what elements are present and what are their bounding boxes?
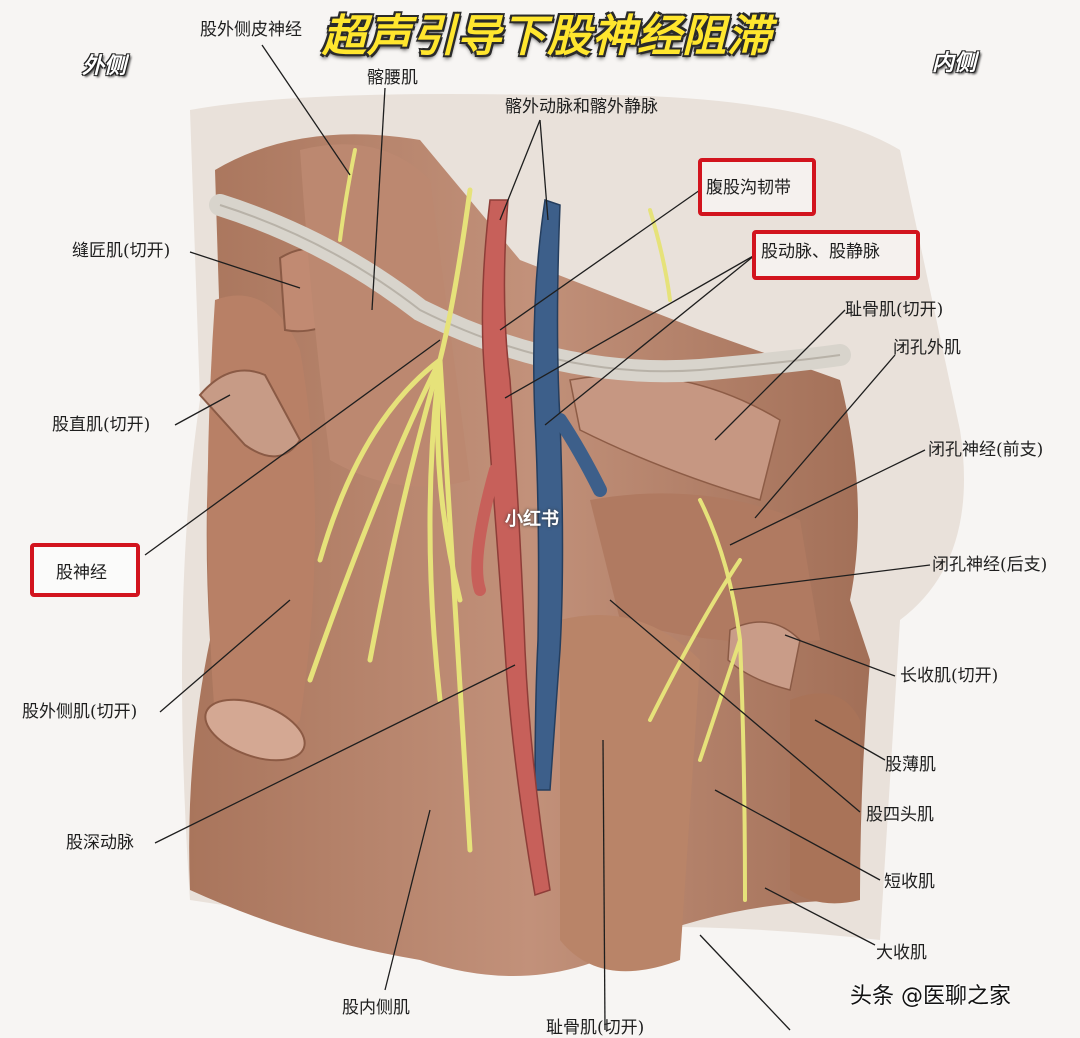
label-femoral-vessels: 股动脉、股静脉: [761, 242, 880, 262]
label-bottom-cut: 耻骨肌(切开): [546, 1018, 645, 1038]
label-iliopsoas: 髂腰肌: [367, 68, 418, 88]
highlight-box-femoral-vessels: [752, 230, 920, 280]
label-iliac-vessels: 髂外动脉和髂外静脉: [505, 97, 658, 117]
label-adductor-magnus: 大收肌: [876, 943, 927, 963]
label-obturator-nerve-post: 闭孔神经(后支): [932, 555, 1048, 575]
label-pectineus: 耻骨肌(切开): [845, 300, 944, 320]
label-deep-femoral-artery: 股深动脉: [66, 833, 134, 853]
deep-femoral-artery: [471, 464, 501, 596]
vastus-lateralis: [207, 295, 315, 740]
lateral-side-label: 外侧: [82, 54, 127, 79]
vastus-lateralis-cut: [204, 698, 306, 762]
highlight-box-inguinal-ligament: [698, 158, 816, 216]
obturator-nerve: [648, 208, 747, 902]
label-rectus-femoris: 股直肌(切开): [52, 415, 151, 435]
label-sartorius: 缝匠肌(切开): [72, 241, 171, 261]
adductor-region: [590, 493, 820, 643]
label-lat-fem-cut-nerve: 股外侧皮神经: [200, 20, 302, 40]
highlight-box-femoral-nerve: [30, 543, 140, 597]
label-inguinal-ligament: 腹股沟韧带: [706, 178, 791, 198]
rectus-femoris: [198, 369, 302, 458]
label-obturator-nerve-ant: 闭孔神经(前支): [928, 440, 1044, 460]
femoral-artery: [481, 199, 551, 896]
diagram-title: 超声引导下股神经阻滞: [322, 11, 772, 62]
label-vastus-lateralis: 股外侧肌(切开): [22, 702, 138, 722]
label-femoral-nerve: 股神经: [56, 563, 107, 583]
label-adductor-brevis: 短收肌: [884, 872, 935, 892]
source-credit: 头条 @医聊之家: [850, 984, 1011, 1009]
medial-side-label: 内侧: [932, 51, 977, 76]
label-quadriceps: 股四头肌: [866, 805, 934, 825]
femoral-nerve: [307, 148, 473, 853]
gracilis: [790, 693, 860, 904]
vastus-medialis: [560, 615, 700, 972]
watermark: 小红书: [505, 509, 559, 530]
label-vastus-medialis: 股内侧肌: [342, 998, 410, 1018]
label-adductor-longus: 长收肌(切开): [900, 666, 999, 686]
label-gracilis: 股薄肌: [885, 755, 936, 775]
leader-lines: [144, 44, 931, 1031]
label-obturator-externus: 闭孔外肌: [893, 338, 961, 358]
